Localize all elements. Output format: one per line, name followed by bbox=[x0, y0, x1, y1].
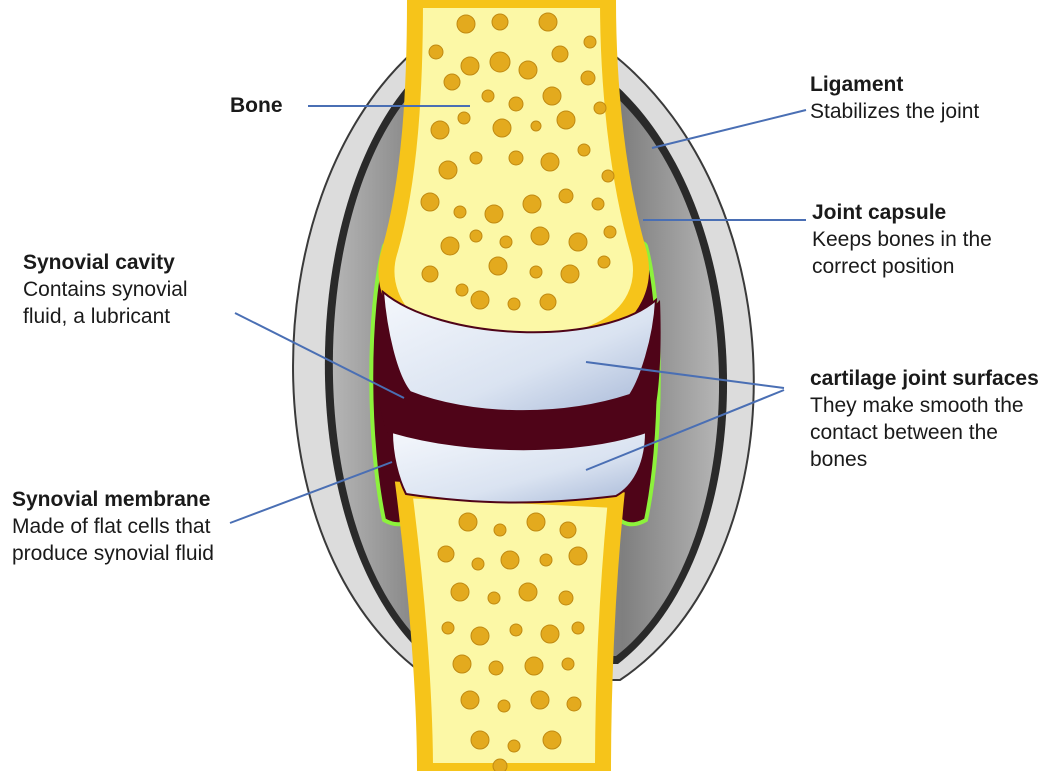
label-bone: Bone bbox=[230, 93, 283, 120]
marrow-dot bbox=[431, 121, 449, 139]
marrow-dot bbox=[531, 691, 549, 709]
marrow-dot bbox=[456, 284, 468, 296]
marrow-dot bbox=[493, 759, 507, 771]
joint-capsule-title: Joint capsule bbox=[812, 200, 992, 227]
ligament-desc: Stabilizes the joint bbox=[810, 99, 979, 126]
marrow-dot bbox=[559, 591, 573, 605]
marrow-dot bbox=[552, 46, 568, 62]
marrow-dot bbox=[559, 189, 573, 203]
marrow-dot bbox=[470, 152, 482, 164]
marrow-dot bbox=[429, 45, 443, 59]
marrow-dot bbox=[492, 14, 508, 30]
marrow-dot bbox=[494, 524, 506, 536]
marrow-dot bbox=[581, 71, 595, 85]
marrow-dot bbox=[540, 294, 556, 310]
marrow-dot bbox=[453, 655, 471, 673]
marrow-dot bbox=[471, 731, 489, 749]
marrow-dot bbox=[422, 266, 438, 282]
marrow-dot bbox=[523, 195, 541, 213]
marrow-dot bbox=[457, 15, 475, 33]
marrow-dot bbox=[540, 554, 552, 566]
synovial-membrane-title: Synovial membrane bbox=[12, 487, 214, 514]
marrow-dot bbox=[470, 230, 482, 242]
synovial-membrane-desc: Made of flat cells that produce synovial… bbox=[12, 514, 214, 568]
label-ligament: Ligament Stabilizes the joint bbox=[810, 72, 979, 126]
marrow-dot bbox=[598, 256, 610, 268]
marrow-dot bbox=[438, 546, 454, 562]
marrow-dot bbox=[458, 112, 470, 124]
marrow-dot bbox=[531, 121, 541, 131]
label-joint-capsule: Joint capsule Keeps bones in the correct… bbox=[812, 200, 992, 281]
marrow-dot bbox=[584, 36, 596, 48]
marrow-dot bbox=[602, 170, 614, 182]
marrow-dot bbox=[471, 291, 489, 309]
marrow-dot bbox=[541, 153, 559, 171]
marrow-dot bbox=[560, 522, 576, 538]
marrow-dot bbox=[500, 236, 512, 248]
marrow-dot bbox=[594, 102, 606, 114]
marrow-dot bbox=[543, 731, 561, 749]
marrow-dot bbox=[421, 193, 439, 211]
marrow-dot bbox=[541, 625, 559, 643]
synovial-cavity-desc: Contains synovial fluid, a lubricant bbox=[23, 277, 188, 331]
marrow-dot bbox=[519, 583, 537, 601]
marrow-dot bbox=[519, 61, 537, 79]
label-synovial-cavity: Synovial cavity Contains synovial fluid,… bbox=[23, 250, 188, 331]
marrow-dot bbox=[490, 52, 510, 72]
marrow-dot bbox=[488, 592, 500, 604]
marrow-dot bbox=[543, 87, 561, 105]
marrow-dot bbox=[439, 161, 457, 179]
marrow-dot bbox=[493, 119, 511, 137]
marrow-dot bbox=[454, 206, 466, 218]
label-synovial-membrane: Synovial membrane Made of flat cells tha… bbox=[12, 487, 214, 568]
marrow-dot bbox=[525, 657, 543, 675]
joint-capsule-desc: Keeps bones in the correct position bbox=[812, 227, 992, 281]
marrow-dot bbox=[482, 90, 494, 102]
marrow-dot bbox=[527, 513, 545, 531]
marrow-dot bbox=[498, 700, 510, 712]
cartilage-desc: They make smooth the contact between the… bbox=[810, 393, 1039, 474]
marrow-dot bbox=[592, 198, 604, 210]
ligament-title: Ligament bbox=[810, 72, 979, 99]
marrow-dot bbox=[485, 205, 503, 223]
cartilage-title: cartilage joint surfaces bbox=[810, 366, 1039, 393]
marrow-dot bbox=[461, 691, 479, 709]
marrow-dot bbox=[539, 13, 557, 31]
marrow-dot bbox=[561, 265, 579, 283]
marrow-dot bbox=[489, 257, 507, 275]
marrow-dot bbox=[471, 627, 489, 645]
marrow-dot bbox=[569, 233, 587, 251]
marrow-dot bbox=[530, 266, 542, 278]
synovial-cavity-title: Synovial cavity bbox=[23, 250, 188, 277]
marrow-dot bbox=[509, 151, 523, 165]
marrow-dot bbox=[472, 558, 484, 570]
marrow-dot bbox=[508, 740, 520, 752]
marrow-dot bbox=[441, 237, 459, 255]
marrow-dot bbox=[604, 226, 616, 238]
marrow-dot bbox=[501, 551, 519, 569]
marrow-dot bbox=[510, 624, 522, 636]
marrow-dot bbox=[557, 111, 575, 129]
marrow-dot bbox=[444, 74, 460, 90]
marrow-dot bbox=[451, 583, 469, 601]
label-cartilage: cartilage joint surfaces They make smoot… bbox=[810, 366, 1039, 474]
bone-title: Bone bbox=[230, 93, 283, 120]
marrow-dot bbox=[567, 697, 581, 711]
marrow-dot bbox=[578, 144, 590, 156]
marrow-dot bbox=[509, 97, 523, 111]
marrow-dot bbox=[569, 547, 587, 565]
marrow-dot bbox=[442, 622, 454, 634]
marrow-dot bbox=[459, 513, 477, 531]
marrow-dot bbox=[508, 298, 520, 310]
marrow-dot bbox=[489, 661, 503, 675]
marrow-dot bbox=[572, 622, 584, 634]
marrow-dot bbox=[531, 227, 549, 245]
marrow-dot bbox=[562, 658, 574, 670]
marrow-dot bbox=[461, 57, 479, 75]
